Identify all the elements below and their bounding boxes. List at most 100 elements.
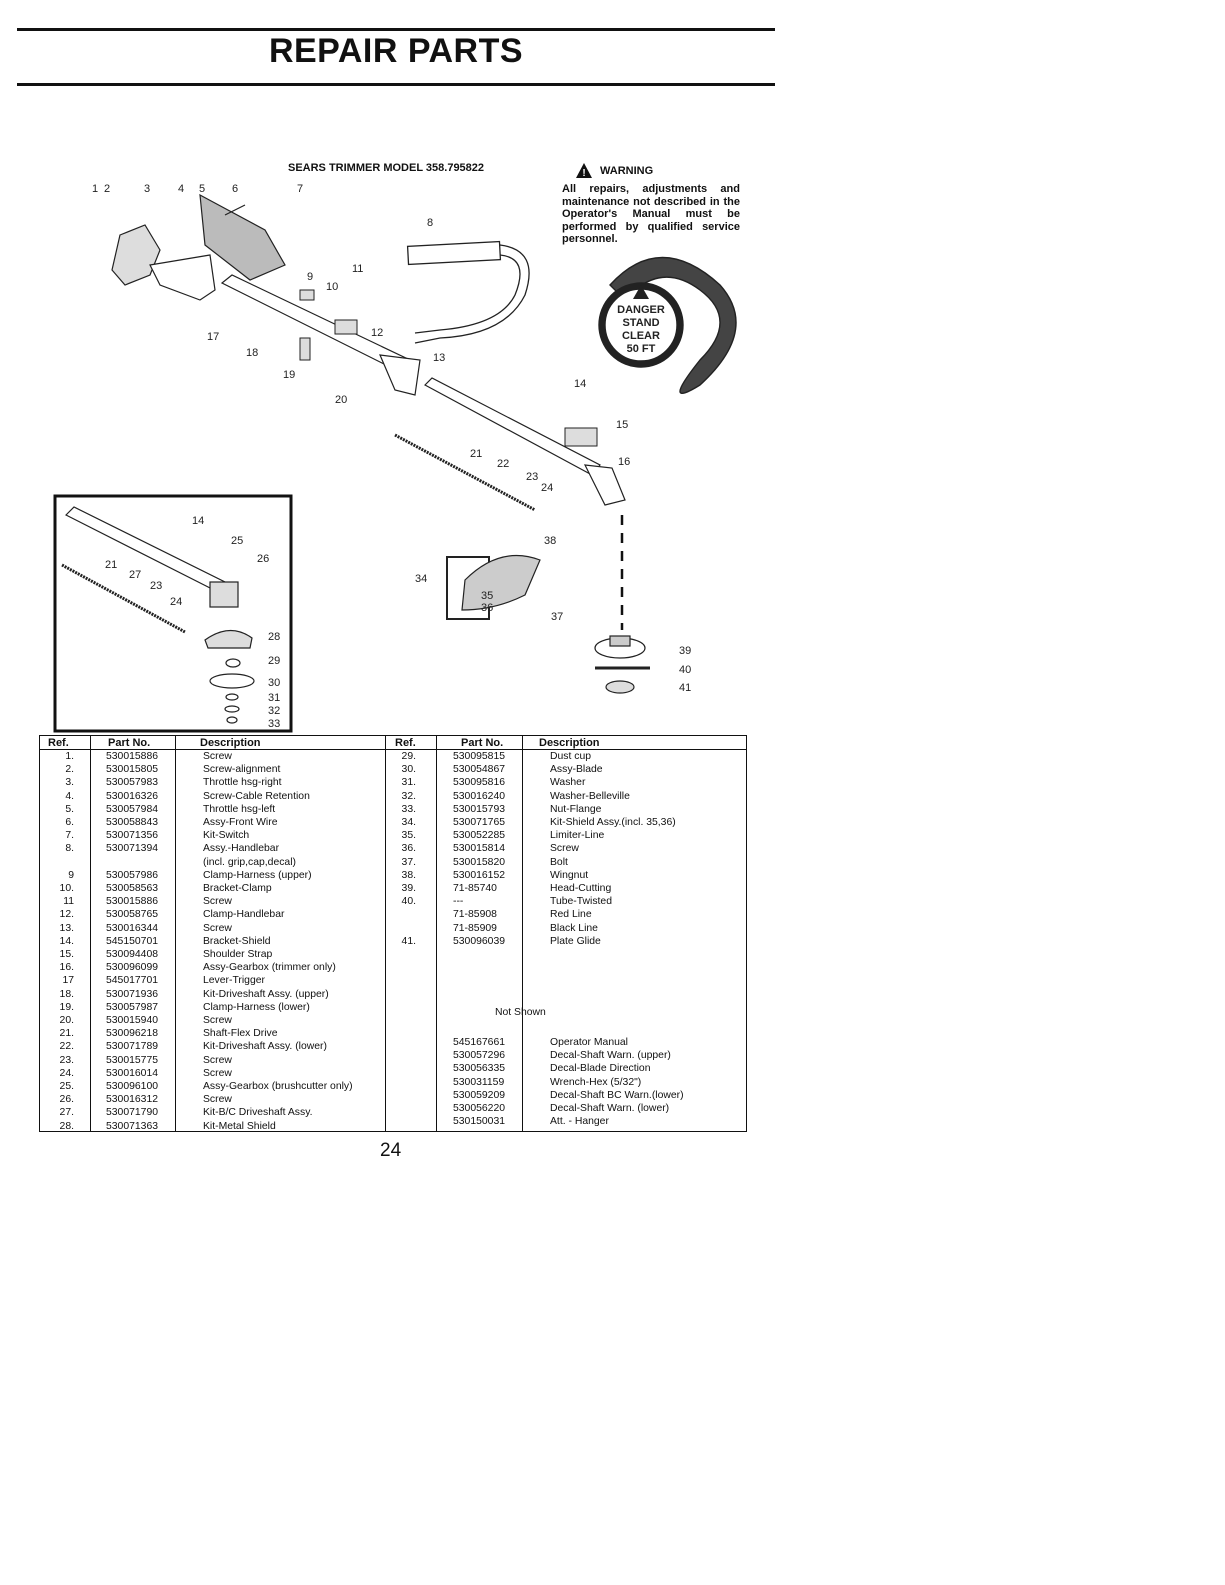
cell-part-no: 71-85908 [453,909,497,921]
callout-label: 6 [232,183,238,195]
cell-ref: 36. [401,843,416,855]
inset-callout-label: 33 [268,718,280,730]
cell-description: Assy-Blade [550,764,603,776]
cell-description: Washer-Belleville [550,790,630,802]
cell-ref: 12. [59,909,74,921]
page-number: 24 [380,1140,402,1161]
cell-ref: 1. [65,751,74,762]
cell-part-no: 71-85909 [453,922,497,934]
cell-description: Screw [203,896,232,908]
cell-description: Screw-alignment [203,764,281,776]
callout-label: 38 [544,535,556,547]
cell-part-no: 530058843 [106,817,159,828]
table-divider [436,736,437,1131]
cell-part-no: 530056220 [453,1103,506,1114]
callout-label: 13 [433,352,445,364]
cell-part-no: 530052285 [453,830,506,842]
cell-description: Plate Glide [550,935,601,947]
cell-description: (incl. grip,cap,decal) [203,856,296,868]
callout-label: 1 [92,183,98,195]
upper-driveshaft-drawing [220,274,421,396]
cell-part-no: 530096218 [106,1028,159,1040]
warning-box: ! WARNING All repairs, adjustments and m… [562,163,740,246]
trimmer-shield-drawing [446,554,541,620]
cell-description: Kit-Shield Assy.(incl. 35,36) [550,817,676,828]
shoulder-strap-drawing [598,256,737,394]
cell-description: Limiter-Line [550,830,605,842]
inset-callout-label: 32 [268,705,280,717]
cell-description: Kit-Metal Shield [203,1120,276,1132]
cell-description: Screw-Cable Retention [203,790,310,802]
header-description: Description [539,737,600,749]
callout-label: 37 [551,611,563,623]
inset-callout-label: 14 [192,515,204,527]
cell-part-no: 530015793 [453,803,506,815]
cell-description: Bracket-Shield [203,935,271,947]
brushcutter-inset-drawing [61,506,255,724]
callout-label: 8 [427,217,433,229]
inset-callout-label: 24 [170,596,182,608]
callout-label: 17 [207,331,219,343]
cell-ref: 40. [401,896,416,908]
cell-part-no: 530015775 [106,1054,159,1066]
cell-description: Screw [203,1067,232,1079]
callout-label: 39 [679,645,691,657]
cell-ref: 4. [65,790,74,802]
cell-ref: 38. [401,869,416,881]
inset-callout-label: 29 [268,655,280,667]
cell-description: Screw [203,1094,232,1106]
cell-description: Red Line [550,909,592,921]
header-part-no: Part No. [108,737,151,749]
inset-callout-label: 31 [268,692,280,704]
cell-description: Tube-Twisted [550,896,612,908]
cell-description: Att. - Hanger [550,1116,609,1128]
cell-description: Clamp-Harness (lower) [203,1001,310,1013]
cell-description: Decal-Shaft BC Warn.(lower) [550,1089,684,1101]
danger-decal-line: STAND [622,317,659,329]
inset-callout-label: 27 [129,569,141,581]
inset-callout-label: 26 [257,553,269,565]
cell-ref: 26. [59,1094,74,1106]
callout-label: 2 [104,183,110,195]
cell-part-no: 530015886 [106,751,159,762]
cell-ref: 5. [65,803,74,815]
cell-part-no: 530071790 [106,1107,159,1119]
cell-ref: 7. [65,830,74,842]
cell-part-no: 530095816 [453,777,506,789]
cell-part-no: 530071356 [106,830,159,842]
cutting-head-drawing [594,635,650,694]
callout-label: 21 [470,448,482,460]
table-divider [385,736,386,1131]
cell-ref: 39. [401,883,416,894]
header-description: Description [200,737,261,749]
cell-ref: 28. [59,1120,74,1132]
cell-description: Screw [203,1015,232,1026]
cell-description: Throttle hsg-right [203,777,282,789]
header-part-no: Part No. [461,737,504,749]
cell-ref: 22. [59,1041,74,1053]
warning-text: All repairs, adjustments and maintenance… [562,183,740,245]
cell-ref: 3. [65,777,74,789]
cell-ref: 6. [65,817,74,828]
callout-label: 5 [199,183,205,195]
callout-label: 36 [481,602,493,614]
cell-ref: 19. [59,1001,74,1013]
callout-label: 41 [679,682,691,694]
cell-ref: 34. [401,817,416,828]
cell-ref: 9 [68,869,74,881]
cell-ref: 21. [59,1028,74,1040]
table-divider [90,736,91,1131]
not-shown-label: Not Shown [495,1007,546,1018]
cell-description: Screw [203,751,232,762]
cell-part-no: 530057296 [453,1050,506,1062]
cell-ref: 31. [401,777,416,789]
header-ref: Ref. [48,737,69,749]
cell-part-no: 530016152 [453,869,506,881]
callout-label: 9 [307,271,313,283]
cell-ref [386,908,416,921]
cell-description: Operator Manual [550,1037,628,1048]
table-divider [522,736,523,1131]
danger-decal-line: 50 FT [627,343,656,355]
cell-part-no: 530095815 [453,751,506,762]
